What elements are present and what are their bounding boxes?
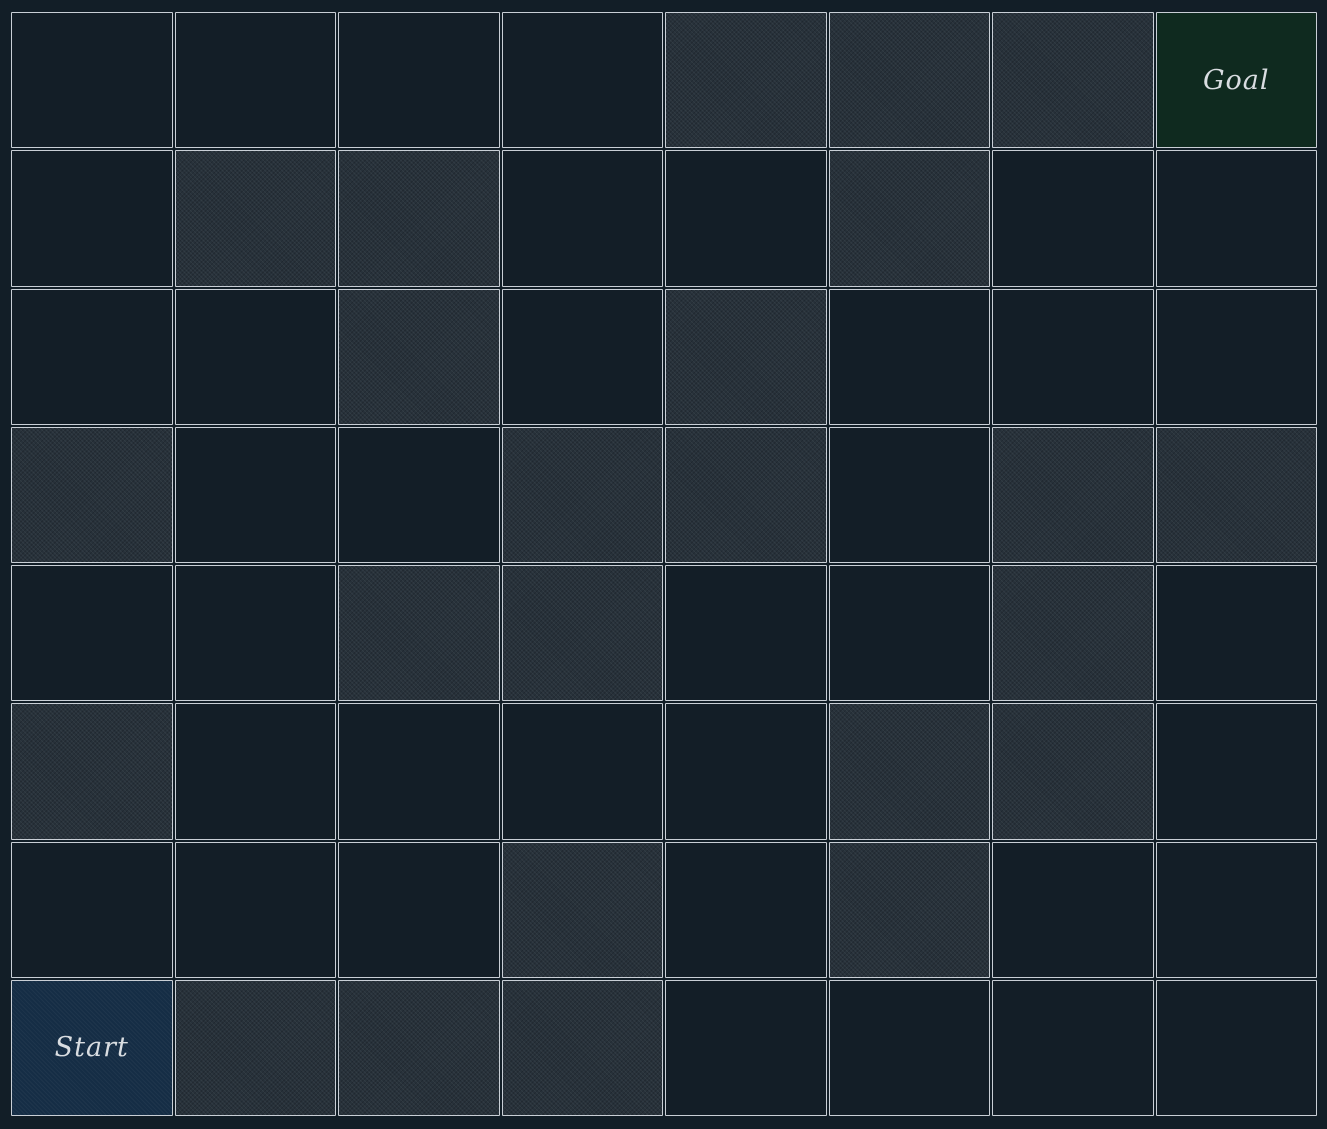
goal-label: Goal [1202, 64, 1270, 96]
wall-cell [828, 12, 990, 149]
wall-cell [992, 565, 1154, 702]
wall-cell [338, 979, 500, 1116]
open-cell[interactable] [992, 979, 1154, 1116]
goal-cell[interactable]: Goal [1155, 12, 1317, 149]
wall-cell [992, 12, 1154, 149]
open-cell[interactable] [1155, 150, 1317, 287]
open-cell[interactable] [828, 565, 990, 702]
wall-cell [174, 150, 336, 287]
open-cell[interactable] [992, 150, 1154, 287]
open-cell[interactable] [338, 426, 500, 563]
open-cell[interactable] [174, 426, 336, 563]
wall-cell [11, 703, 173, 840]
wall-cell [828, 703, 990, 840]
start-cell[interactable]: Start [11, 979, 173, 1116]
open-cell[interactable] [1155, 703, 1317, 840]
open-cell[interactable] [174, 565, 336, 702]
wall-cell [992, 703, 1154, 840]
open-cell[interactable] [992, 841, 1154, 978]
open-cell[interactable] [1155, 288, 1317, 425]
open-cell[interactable] [174, 703, 336, 840]
open-cell[interactable] [501, 703, 663, 840]
open-cell[interactable] [828, 979, 990, 1116]
wall-cell [501, 979, 663, 1116]
wall-cell [828, 841, 990, 978]
open-cell[interactable] [11, 150, 173, 287]
open-cell[interactable] [1155, 841, 1317, 978]
wall-cell [501, 426, 663, 563]
open-cell[interactable] [11, 565, 173, 702]
wall-cell [174, 979, 336, 1116]
open-cell[interactable] [1155, 565, 1317, 702]
open-cell[interactable] [338, 12, 500, 149]
open-cell[interactable] [828, 426, 990, 563]
open-cell[interactable] [665, 841, 827, 978]
open-cell[interactable] [11, 288, 173, 425]
open-cell[interactable] [11, 12, 173, 149]
open-cell[interactable] [1155, 979, 1317, 1116]
wall-cell [338, 565, 500, 702]
open-cell[interactable] [174, 841, 336, 978]
open-cell[interactable] [174, 288, 336, 425]
wall-cell [992, 426, 1154, 563]
wall-cell [828, 150, 990, 287]
open-cell[interactable] [501, 12, 663, 149]
wall-cell [665, 426, 827, 563]
open-cell[interactable] [665, 565, 827, 702]
wall-cell [665, 12, 827, 149]
wall-cell [338, 288, 500, 425]
wall-cell [1155, 426, 1317, 563]
open-cell[interactable] [992, 288, 1154, 425]
open-cell[interactable] [665, 150, 827, 287]
open-cell[interactable] [11, 841, 173, 978]
open-cell[interactable] [501, 288, 663, 425]
wall-cell [501, 565, 663, 702]
wall-cell [338, 150, 500, 287]
wall-cell [665, 288, 827, 425]
start-label: Start [54, 1032, 129, 1064]
open-cell[interactable] [665, 979, 827, 1116]
open-cell[interactable] [174, 12, 336, 149]
wall-cell [11, 426, 173, 563]
wall-cell [501, 841, 663, 978]
open-cell[interactable] [338, 841, 500, 978]
open-cell[interactable] [665, 703, 827, 840]
open-cell[interactable] [828, 288, 990, 425]
open-cell[interactable] [338, 703, 500, 840]
open-cell[interactable] [501, 150, 663, 287]
